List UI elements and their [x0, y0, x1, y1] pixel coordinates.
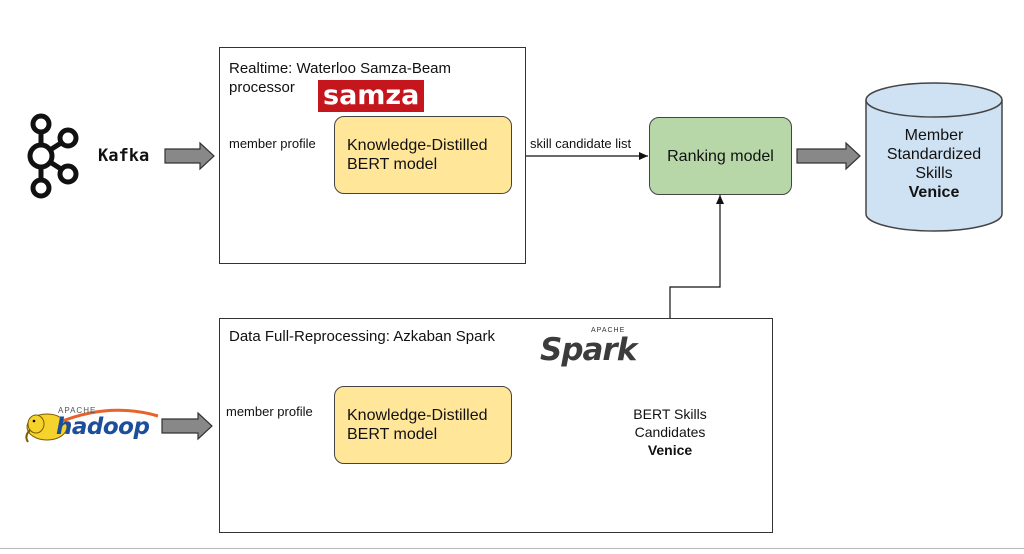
batch-store-name: Venice: [647, 442, 693, 458]
batch-bert-model-label: Knowledge-Distilled BERT model: [347, 407, 488, 443]
realtime-panel-title: Realtime: Waterloo Samza-Beam processor: [229, 60, 452, 96]
output-block-arrow: [796, 141, 861, 171]
batch-panel-title: Data Full-Reprocessing: Azkaban Spark: [229, 328, 495, 345]
batch-input-label: member profile: [226, 404, 313, 419]
output-store-line-1: Member: [904, 127, 964, 144]
hadoop-elephant-icon: [25, 413, 68, 443]
realtime-bert-model-label: Knowledge-Distilled BERT model: [347, 137, 488, 173]
output-store-line-3: Skills: [915, 165, 953, 182]
output-store-text: Member Standardized Skills Venice: [866, 126, 1002, 202]
samza-logo: samza: [318, 80, 425, 112]
spark-apache-label: APACHE: [591, 327, 626, 334]
output-store-cylinder: [865, 82, 1003, 232]
output-store-line-2: Standardized: [886, 146, 982, 163]
output-store-name: Venice: [908, 184, 960, 201]
realtime-bert-model: Knowledge-Distilled BERT model: [334, 116, 512, 194]
batch-store-line-1: BERT Skills: [633, 406, 707, 422]
bottom-divider: [0, 548, 1024, 549]
hadoop-logo-label: hadoop: [56, 414, 150, 440]
ranking-model: Ranking model: [649, 117, 792, 195]
realtime-input-label: member profile: [229, 136, 316, 151]
batch-store-text: BERT Skills Candidates Venice: [605, 405, 735, 459]
hadoop-block-arrow: [161, 411, 213, 441]
spark-logo: Spark: [540, 332, 637, 368]
skill-candidate-label: skill candidate list: [530, 136, 632, 151]
ranking-model-label: Ranking model: [667, 147, 774, 165]
kafka-label: Kafka: [98, 146, 150, 166]
kafka-block-arrow: [164, 141, 215, 171]
hadoop-swoosh-icon: [59, 408, 159, 424]
batch-bert-model: Knowledge-Distilled BERT model: [334, 386, 512, 464]
batch-store-line-2: Candidates: [634, 424, 706, 440]
hadoop-apache-label: APACHE: [58, 406, 97, 415]
kafka-logo-icon: [27, 113, 79, 199]
